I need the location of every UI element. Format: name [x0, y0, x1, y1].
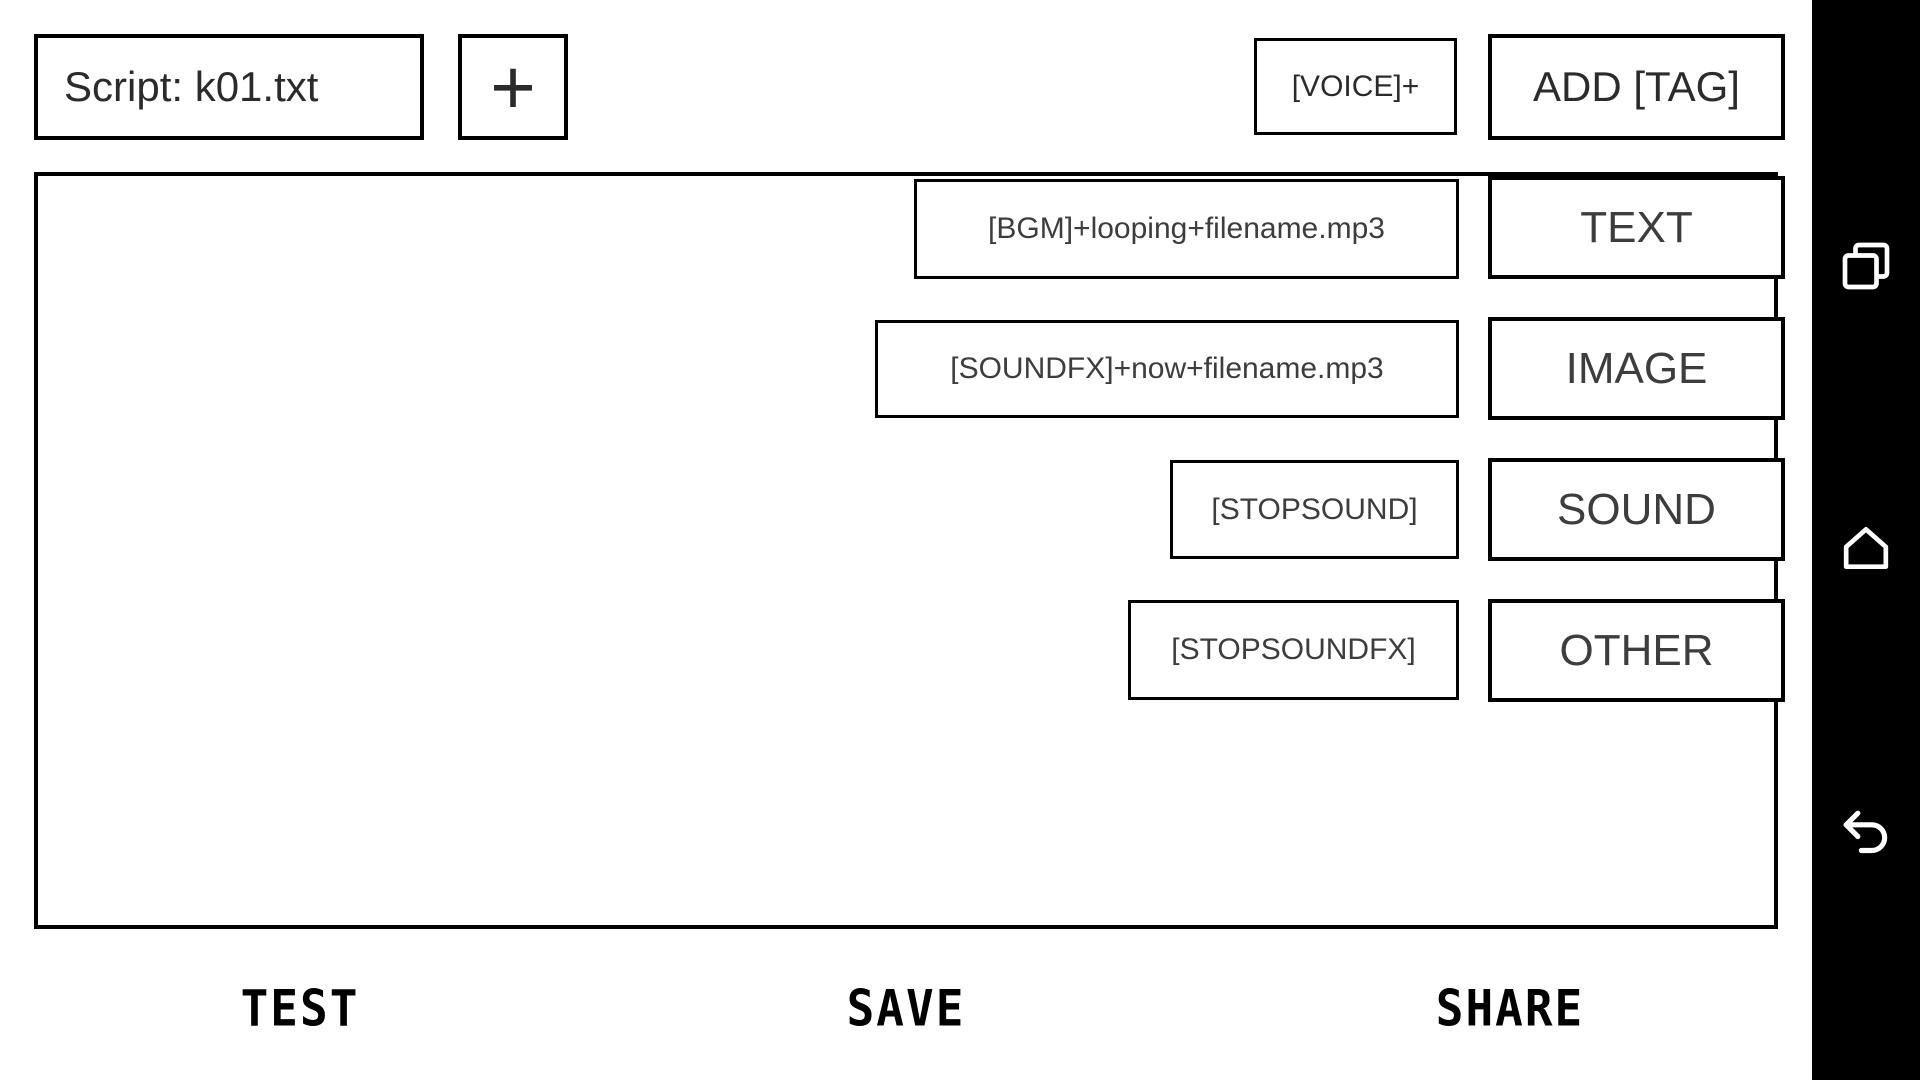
tag-category-image-label: IMAGE — [1565, 343, 1708, 393]
save-button-label: SAVE — [846, 978, 966, 1038]
test-button-label: TEST — [240, 978, 360, 1038]
tag-category-other-label: OTHER — [1559, 625, 1714, 675]
tag-category-sound-label: SOUND — [1557, 484, 1716, 534]
share-button-label: SHARE — [1435, 978, 1585, 1038]
tag-option-bgm-label: [BGM]+looping+filename.mp3 — [988, 212, 1385, 245]
tag-option-soundfx-label: [SOUNDFX]+now+filename.mp3 — [950, 352, 1384, 385]
tag-category-sound[interactable]: SOUND — [1488, 458, 1785, 561]
back-icon[interactable] — [1838, 805, 1894, 861]
tag-category-image[interactable]: IMAGE — [1488, 317, 1785, 420]
add-tag-button[interactable]: ADD [TAG] — [1488, 34, 1785, 140]
share-button[interactable]: SHARE — [1360, 978, 1660, 1038]
tag-option-stopsoundfx[interactable]: [STOPSOUNDFX] — [1128, 600, 1459, 700]
tag-option-stopsound-label: [STOPSOUND] — [1211, 492, 1418, 526]
tag-category-text[interactable]: TEXT — [1488, 176, 1785, 279]
recents-icon[interactable] — [1838, 238, 1894, 294]
android-nav-bar — [1812, 0, 1920, 1080]
tag-option-soundfx[interactable]: [SOUNDFX]+now+filename.mp3 — [875, 320, 1459, 418]
tag-category-other[interactable]: OTHER — [1488, 599, 1785, 702]
tag-option-stopsoundfx-label: [STOPSOUNDFX] — [1171, 633, 1416, 666]
tag-option-stopsound[interactable]: [STOPSOUND] — [1170, 460, 1459, 559]
plus-icon: + — [490, 43, 536, 131]
voice-tag-label: [VOICE]+ — [1291, 69, 1420, 103]
test-button[interactable]: TEST — [180, 978, 420, 1038]
voice-tag-button[interactable]: [VOICE]+ — [1254, 38, 1457, 135]
script-editor-area[interactable] — [34, 172, 1778, 929]
add-tag-label: ADD [TAG] — [1533, 63, 1740, 110]
script-file-button[interactable]: Script: k01.txt — [34, 34, 424, 140]
save-button[interactable]: SAVE — [786, 978, 1026, 1038]
script-file-label: Script: k01.txt — [64, 63, 319, 110]
tag-category-text-label: TEXT — [1580, 202, 1693, 252]
new-script-button[interactable]: + — [458, 34, 568, 140]
home-icon[interactable] — [1838, 520, 1894, 576]
tag-option-bgm[interactable]: [BGM]+looping+filename.mp3 — [914, 179, 1459, 279]
